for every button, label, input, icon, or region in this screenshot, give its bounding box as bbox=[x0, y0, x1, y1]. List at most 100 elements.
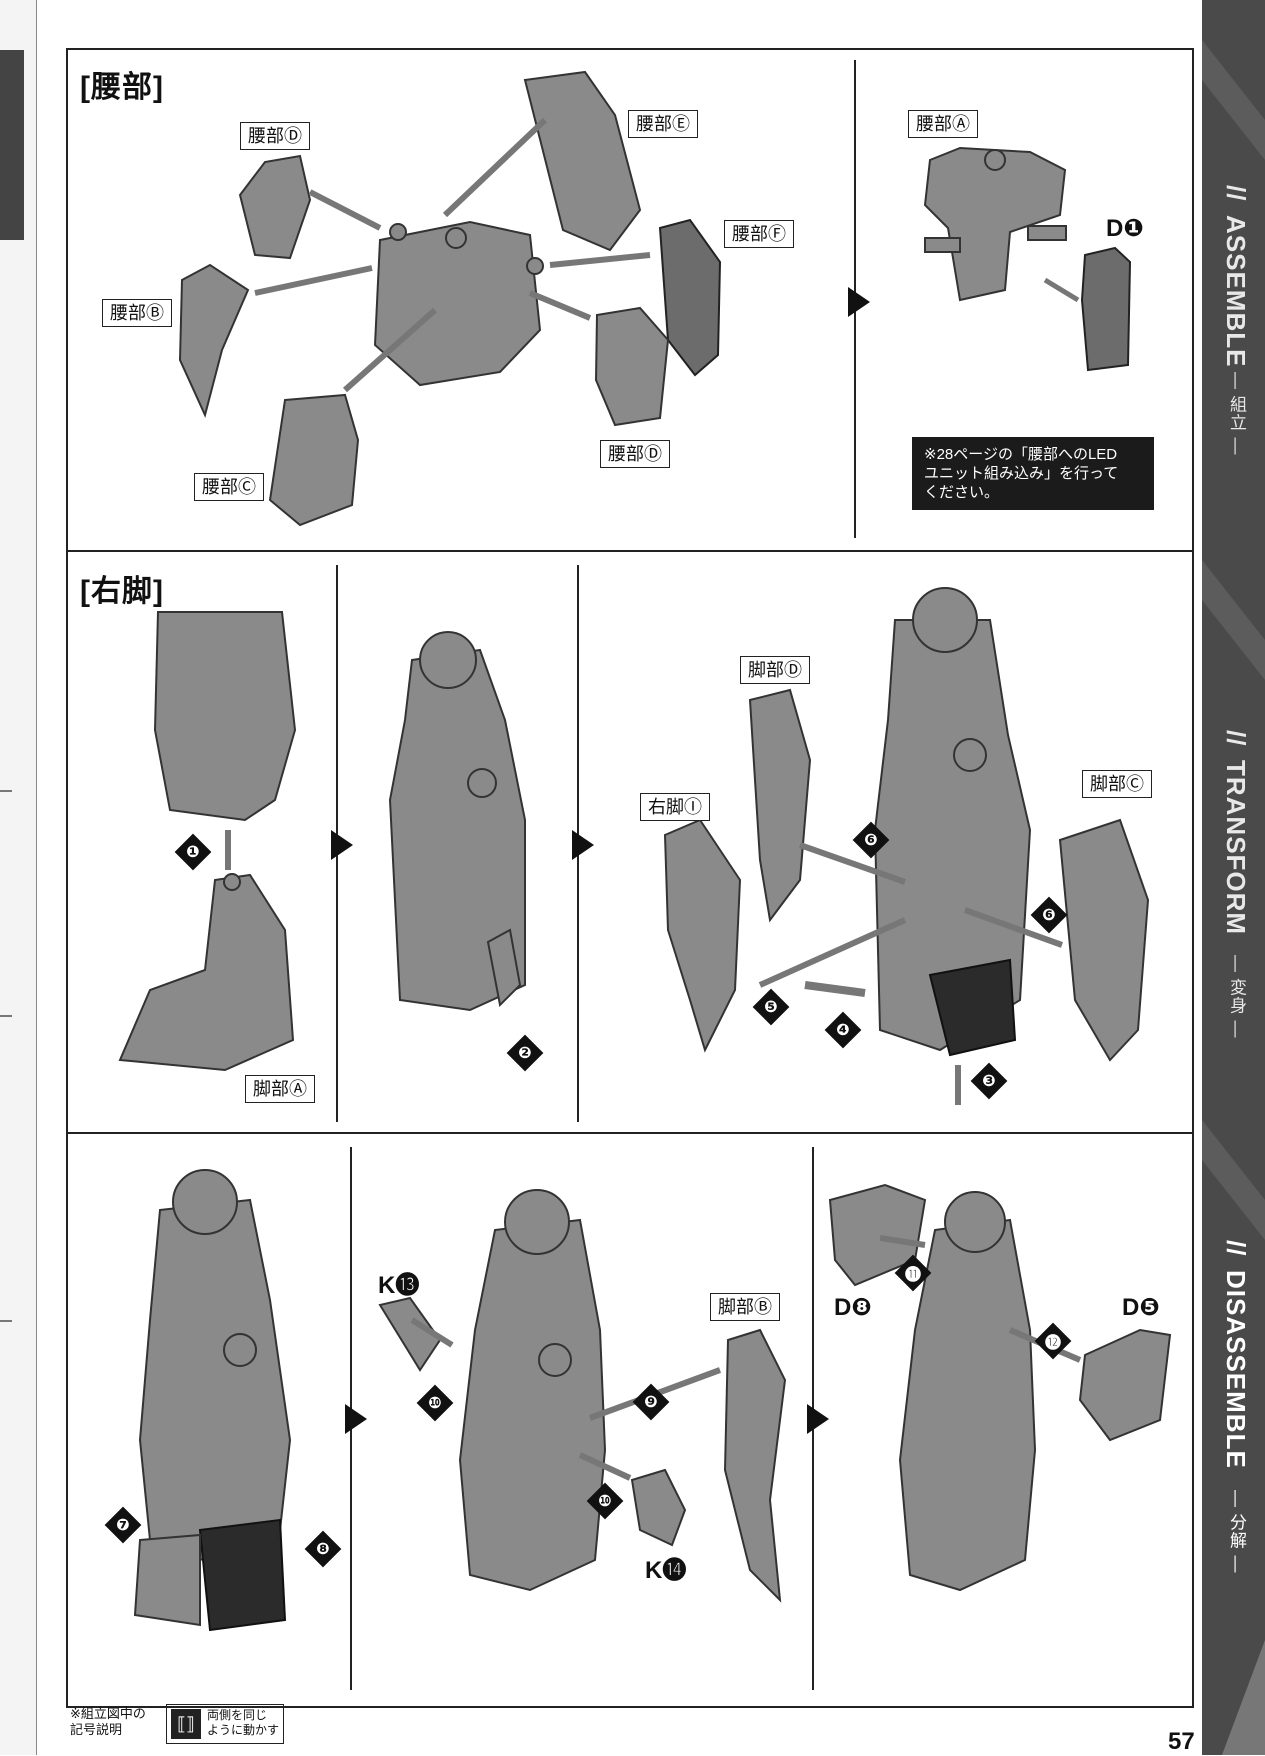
disassemble-marker: // bbox=[1221, 1240, 1251, 1257]
assemble-subheading: — 組立 — bbox=[1227, 372, 1246, 456]
step-arrow-icon bbox=[848, 287, 870, 317]
right-leg-section-title: [右脚] bbox=[80, 575, 164, 608]
part-label: 脚部Ⓐ bbox=[245, 1075, 315, 1103]
margin-tick bbox=[0, 790, 12, 792]
waist-part-c bbox=[268, 393, 360, 527]
part-label: 腰部Ⓐ bbox=[908, 110, 978, 138]
arrow bbox=[963, 907, 1064, 948]
section-divider bbox=[66, 550, 1192, 552]
arrow bbox=[308, 189, 382, 231]
part-code: D❺ bbox=[1122, 1294, 1160, 1321]
part-label: 腰部Ⓕ bbox=[724, 220, 794, 248]
legend-title: ※組立図中の 記号説明 bbox=[70, 1706, 146, 1737]
part-label: 脚部Ⓑ bbox=[710, 1293, 780, 1321]
knee-ball bbox=[172, 1169, 238, 1235]
arrow bbox=[410, 1317, 454, 1348]
step-arrow-icon bbox=[807, 1404, 829, 1434]
waist-part-e bbox=[523, 70, 642, 252]
leg-core-part bbox=[458, 1218, 607, 1592]
part-k14 bbox=[630, 1468, 687, 1547]
step-arrow-icon bbox=[331, 830, 353, 860]
assemble-heading: ASSEMBLE bbox=[1221, 215, 1251, 368]
leg-core-part bbox=[898, 1218, 1037, 1592]
leg-upper-part bbox=[153, 611, 297, 822]
left-margin-tab bbox=[0, 50, 24, 240]
foot-peg bbox=[223, 873, 241, 891]
sidebar-stripes bbox=[1202, 40, 1265, 1755]
waist-peg bbox=[445, 227, 467, 249]
leg-part-d bbox=[748, 688, 812, 923]
knee-ball bbox=[944, 1191, 1006, 1253]
leg-assembled-part bbox=[388, 648, 526, 1012]
arrow bbox=[799, 842, 906, 885]
legend-text: 両側を同じ ように動かす bbox=[207, 1708, 280, 1737]
disassemble-subheading: — 分解 — bbox=[1227, 1490, 1246, 1574]
foot-part-a bbox=[118, 873, 295, 1072]
arrow bbox=[1043, 277, 1080, 303]
part-d5 bbox=[1078, 1328, 1172, 1442]
arrow bbox=[528, 290, 592, 321]
section-sidebar: // ASSEMBLE — 組立 — // TRANSFORM — 変身 — /… bbox=[1202, 0, 1265, 1755]
heel-part bbox=[133, 1533, 201, 1627]
arrow bbox=[804, 981, 866, 997]
part-code: K⓮ bbox=[645, 1557, 687, 1584]
step-arrow-icon bbox=[345, 1404, 367, 1434]
margin-tick bbox=[0, 1015, 12, 1017]
arrow bbox=[879, 1235, 926, 1248]
symmetric-move-icon: ⟦⟧ bbox=[171, 1709, 201, 1739]
arrow bbox=[549, 252, 651, 268]
part-code: D❽ bbox=[834, 1294, 872, 1321]
waist-assembled-part bbox=[923, 146, 1067, 302]
waist-joint bbox=[389, 223, 407, 241]
knee-joint bbox=[953, 738, 987, 772]
waist-peg bbox=[984, 149, 1006, 171]
part-label: 右脚Ⓘ bbox=[640, 793, 710, 821]
arrow bbox=[442, 117, 548, 218]
waist-section-title: [腰部] bbox=[80, 71, 164, 104]
leg-part-b bbox=[723, 1328, 787, 1603]
shin-dark-part bbox=[928, 958, 1017, 1057]
part-label: 腰部Ⓑ bbox=[102, 299, 172, 327]
knee-joint bbox=[467, 768, 497, 798]
left-margin-strip bbox=[0, 0, 37, 1755]
part-label: 脚部Ⓓ bbox=[740, 656, 810, 684]
arrow bbox=[343, 307, 437, 393]
part-code: D❶ bbox=[1106, 215, 1144, 242]
shin-dark-part bbox=[198, 1518, 287, 1632]
ankle-part bbox=[486, 928, 522, 1008]
part-label: 腰部Ⓓ bbox=[600, 440, 670, 468]
knee-joint bbox=[538, 1343, 572, 1377]
leg-part-c bbox=[1058, 818, 1150, 1062]
page-number: 57 bbox=[1168, 1728, 1195, 1755]
arrow bbox=[578, 1452, 632, 1481]
arrow bbox=[758, 917, 907, 988]
section-divider bbox=[66, 1132, 1192, 1134]
part-d1 bbox=[1080, 246, 1132, 372]
margin-tick bbox=[0, 1320, 12, 1322]
part-code: K⓭ bbox=[378, 1272, 420, 1299]
disassemble-heading: DISASSEMBLE bbox=[1221, 1270, 1251, 1469]
right-leg-part-i bbox=[663, 818, 742, 1053]
legend-box: ⟦⟧ 両側を同じ ように動かす bbox=[166, 1704, 284, 1744]
part-label: 腰部Ⓔ bbox=[628, 110, 698, 138]
transform-marker: // bbox=[1221, 730, 1251, 747]
step-arrow-icon bbox=[572, 830, 594, 860]
waist-part-d bbox=[238, 154, 312, 260]
waist-joint bbox=[526, 257, 544, 275]
transform-heading: TRANSFORM bbox=[1221, 760, 1251, 936]
waist-axle bbox=[924, 237, 961, 253]
arrow bbox=[254, 265, 373, 296]
knee-ball bbox=[419, 631, 477, 689]
waist-axle bbox=[1027, 225, 1067, 241]
waist-part-d-lower bbox=[594, 306, 670, 427]
leg-core-part bbox=[138, 1198, 292, 1562]
part-label: 腰部Ⓓ bbox=[240, 122, 310, 150]
part-label: 腰部Ⓒ bbox=[194, 473, 264, 501]
waist-part-b bbox=[178, 263, 250, 418]
knee-joint bbox=[223, 1333, 257, 1367]
knee-ball bbox=[912, 587, 978, 653]
knee-ball bbox=[504, 1189, 570, 1255]
